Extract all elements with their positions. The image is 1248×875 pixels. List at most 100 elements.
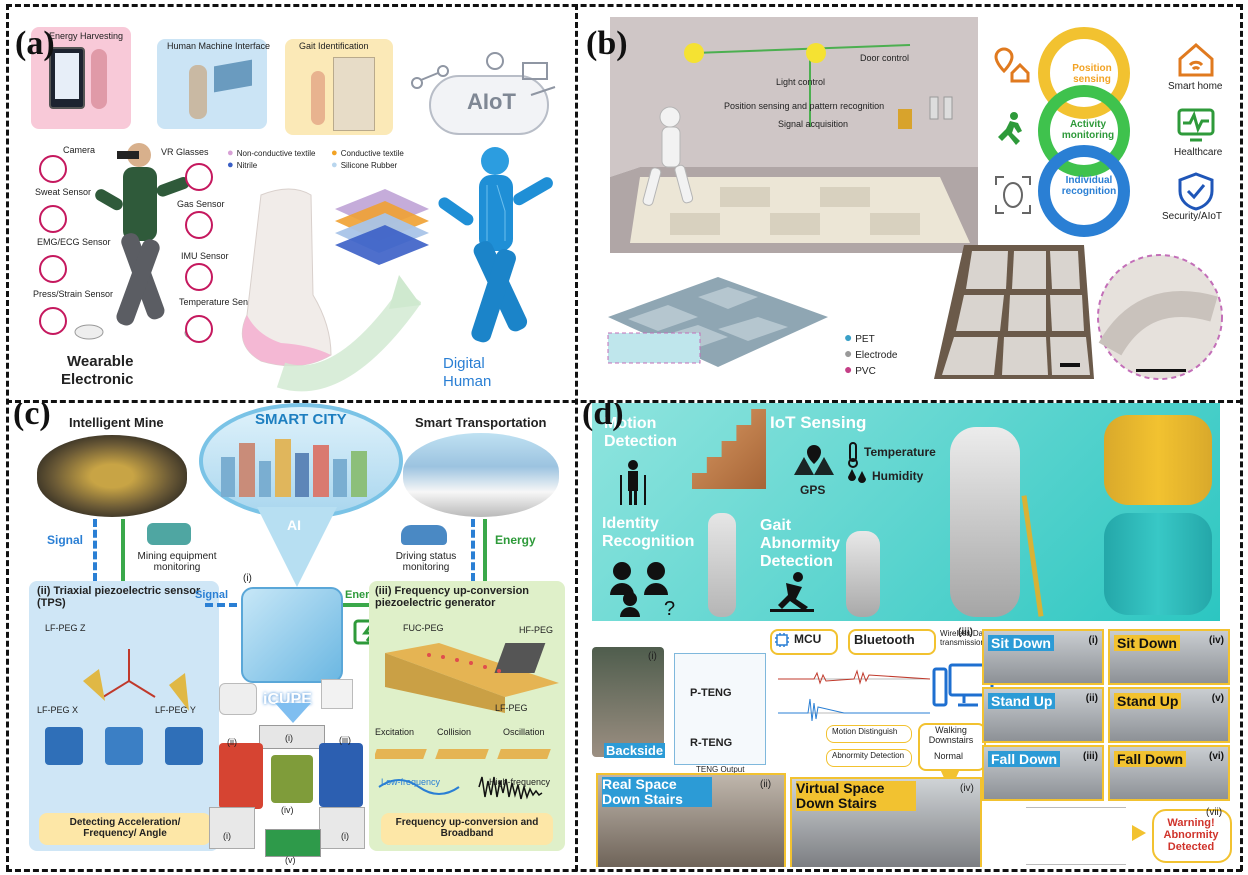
warning-label: Warning! Abnormity Detected xyxy=(1163,817,1219,853)
activity-tile-label: Sit Down xyxy=(988,635,1054,651)
hf-peg-label: HF-PEG xyxy=(519,625,554,635)
panel-c-label: (c) xyxy=(13,403,51,432)
white-device-right xyxy=(321,679,353,709)
activity-tile-number: (iv) xyxy=(1209,635,1224,646)
tps-axes xyxy=(83,649,189,711)
collision-label: Collision xyxy=(437,727,472,737)
panel-c: (c) Intelligent Mine SMART CITY AI Smart… xyxy=(9,403,573,867)
part-bottom-right xyxy=(319,807,365,849)
part-left xyxy=(219,743,263,809)
sweat-sensor-icon xyxy=(39,205,67,233)
motion-distinguish-label: Motion Distinguish xyxy=(832,727,898,736)
signal-dash-arrow xyxy=(205,603,249,607)
part-label-iv: (iv) xyxy=(281,805,294,815)
gait-abnormity-title: Gait Abnormity Detection xyxy=(760,517,840,570)
bluetooth-label: Bluetooth xyxy=(854,632,915,647)
warning-vii: (vii) xyxy=(1206,807,1223,818)
frame-center xyxy=(575,4,578,871)
lf-peg-label: LF-PEG xyxy=(495,703,528,713)
part-center xyxy=(271,755,313,803)
wireless-label: Wireless Data transmission xyxy=(940,629,990,647)
door-image xyxy=(333,57,375,131)
fupg-device xyxy=(385,643,559,713)
activity-tile-number: (v) xyxy=(1211,693,1224,704)
activity-cycle-diagram xyxy=(1038,27,1130,237)
legend-conductive: ● Conductive textile xyxy=(331,147,404,159)
face-scan-icon xyxy=(995,176,1031,214)
transport-signal-arrow xyxy=(471,519,475,581)
smart-city-title: SMART CITY xyxy=(255,411,347,428)
crutches-person-icon xyxy=(620,460,646,505)
gps-label: GPS xyxy=(800,483,826,497)
detect-chip xyxy=(39,813,211,845)
lf-peg-x-label: LF-PEG X xyxy=(37,705,79,715)
p-teng-label: P-TENG xyxy=(690,687,732,699)
activity-tile: Fall Down(vi) xyxy=(1108,745,1230,801)
abnormity-detection-label: Abnormity Detection xyxy=(832,751,905,760)
room-light-control: Light control xyxy=(776,77,826,87)
emg-sensor-icon xyxy=(39,255,67,283)
pump-image xyxy=(147,523,191,545)
part-label-i-left: (i) xyxy=(223,831,231,841)
electrode-legend: ● Electrode xyxy=(844,345,898,361)
wearable-title-line2: Electronic xyxy=(61,371,134,388)
cane-device-bottom xyxy=(1104,513,1212,615)
cycle-position-sensing: Position sensing xyxy=(1072,63,1112,85)
normal-label: Normal xyxy=(934,751,964,761)
activity-tile-number: (i) xyxy=(1088,635,1098,646)
chip-icon xyxy=(775,633,789,647)
computer-icon xyxy=(932,663,994,707)
center-i-label: (i) xyxy=(243,573,252,584)
exploded-arrow xyxy=(275,703,311,723)
energy-arrow xyxy=(343,603,387,607)
high-frequency-label: High-frequency xyxy=(489,777,551,787)
driving-monitor-label: Driving status monitoring xyxy=(395,551,457,573)
sensor-emg-label: EMG/ECG Sensor xyxy=(37,237,111,247)
app-healthcare: Healthcare xyxy=(1174,147,1223,158)
legend-silicone: ● Silicone Rubber xyxy=(331,159,398,171)
sensor-imu-label: IMU Sensor xyxy=(181,251,229,261)
real-space-ii: (ii) xyxy=(760,779,772,790)
healthcare-monitor-icon xyxy=(1177,108,1215,142)
real-space-label: Real Space Down Stairs xyxy=(602,777,712,807)
network-icon xyxy=(411,52,556,96)
temperature-label: Temperature xyxy=(864,445,936,459)
vr-glasses-icon xyxy=(185,163,213,191)
cane-person-figure xyxy=(708,513,736,617)
figure-child xyxy=(91,49,107,109)
security-shield-icon xyxy=(1178,172,1214,211)
activity-tile: Stand Up(v) xyxy=(1108,687,1230,743)
tile-grid: Sit Down(i)Sit Down(iv)Stand Up(ii)Stand… xyxy=(982,629,1232,803)
mcu-label: MCU xyxy=(794,632,822,646)
pet-legend: ● PET xyxy=(844,329,875,345)
cycle-individual-recognition: Individual recognition xyxy=(1061,175,1117,197)
mcu-box xyxy=(770,629,838,655)
city-skyline xyxy=(221,439,367,497)
part-bottom-left xyxy=(209,807,255,849)
tps-title: (ii) Triaxial piezoelectric sensor (TPS) xyxy=(37,585,201,609)
transport-image xyxy=(403,433,559,517)
part-label-i-top: (i) xyxy=(285,733,293,743)
tps-box xyxy=(29,581,219,851)
cycle-activity-monitoring: Activity monitoring xyxy=(1061,119,1115,141)
slip-fall-icon xyxy=(770,572,814,612)
teng-panel xyxy=(674,653,766,765)
broadband-label: Frequency up-conversion and Broadband xyxy=(395,817,539,839)
activity-tile-label: Fall Down xyxy=(988,751,1061,767)
sensor-temp-label: Temperature Sensor xyxy=(179,297,261,307)
virtual-space-iv: (iv) xyxy=(960,783,974,794)
car-image xyxy=(401,525,447,545)
sensor-sweat-label: Sweat Sensor xyxy=(35,187,92,197)
iii-label: (iii) xyxy=(958,627,973,638)
energy-label: Energy xyxy=(495,533,536,547)
signal-label: Signal xyxy=(47,533,84,547)
frame-bottom xyxy=(6,869,1242,872)
lf-peg-y-label: LF-PEG Y xyxy=(155,705,196,715)
running-person-icon xyxy=(998,112,1022,145)
oscillation-label: Oscillation xyxy=(503,727,545,737)
intelligent-mine-title: Intelligent Mine xyxy=(69,415,164,430)
elder-figure-small xyxy=(846,531,880,617)
gait-title: Gait Identification xyxy=(299,41,369,51)
thermometer-icon xyxy=(848,442,858,468)
sensor-gas-label: Gas Sensor xyxy=(177,199,225,209)
